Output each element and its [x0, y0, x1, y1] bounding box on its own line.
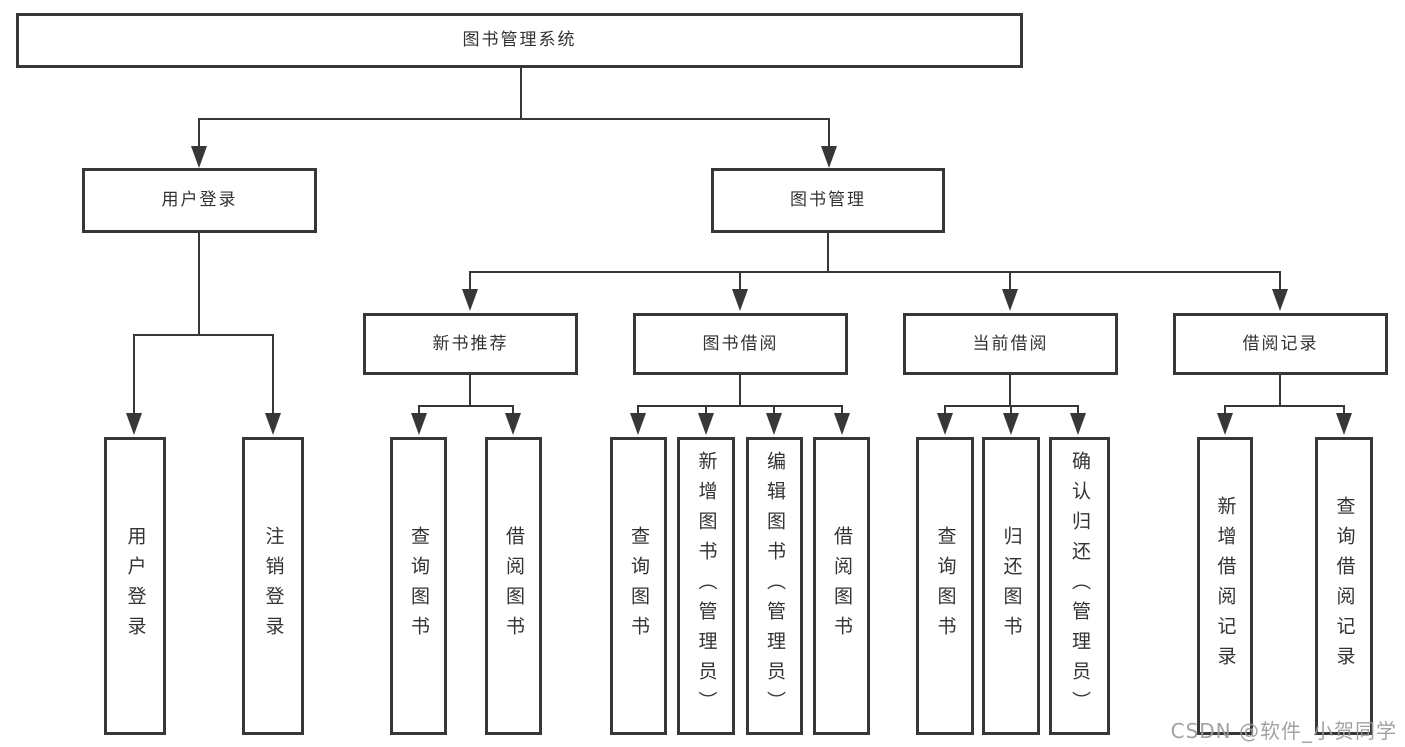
node-label: 借阅记录 [1242, 333, 1319, 354]
connector-line [133, 334, 274, 336]
connector-line [944, 405, 946, 415]
arrowhead [834, 413, 850, 435]
node-label: 用户登录 [161, 190, 238, 210]
connector-line [1279, 271, 1281, 293]
csdn-watermark: CSDN @软件_小贺同学 [1170, 719, 1397, 743]
leaf-user-login: 用户登录 [104, 437, 166, 735]
node-label: 图书管理系统 [462, 30, 577, 50]
node-label: 查询图书 [934, 526, 957, 646]
arrowhead [1336, 413, 1352, 435]
connector-line [1224, 405, 1226, 415]
leaf-query-books-borrow: 查询图书 [610, 437, 667, 735]
arrowhead [1217, 413, 1233, 435]
node-label: 确认归还（管理员） [1069, 451, 1091, 721]
leaf-borrow-books-recommend: 借阅图书 [485, 437, 542, 735]
arrowhead [265, 413, 281, 435]
arrowhead [1272, 289, 1288, 311]
node-label: 注销登录 [262, 526, 285, 646]
node-label: 查询图书 [408, 526, 430, 646]
node-label: 新增借阅记录 [1214, 496, 1237, 676]
arrowhead [462, 289, 478, 311]
node-book-borrowing: 图书借阅 [633, 313, 848, 375]
connector-line [1009, 375, 1011, 407]
connector-line [469, 271, 471, 293]
connector-line [828, 118, 830, 152]
leaf-edit-book-admin: 编辑图书（管理员） [746, 437, 803, 735]
connector-line [841, 405, 843, 415]
arrowhead [630, 413, 646, 435]
node-label: 归还图书 [1000, 526, 1023, 646]
connector-line [705, 405, 707, 415]
node-current-borrowing: 当前借阅 [903, 313, 1118, 375]
node-label: 当前借阅 [972, 333, 1049, 354]
node-label: 新书推荐 [432, 333, 509, 354]
connector-line [1224, 405, 1344, 407]
connector-line [739, 271, 741, 293]
leaf-borrow-books: 借阅图书 [813, 437, 870, 735]
node-label: 查询借阅记录 [1333, 496, 1356, 676]
arrowhead [732, 289, 748, 311]
connector-line [198, 118, 830, 120]
connector-line [418, 405, 420, 415]
connector-line [1077, 405, 1079, 415]
node-library-management-system: 图书管理系统 [16, 13, 1023, 68]
leaf-query-books-recommend: 查询图书 [390, 437, 447, 735]
leaf-query-books-current: 查询图书 [916, 437, 974, 735]
node-label: 编辑图书（管理员） [764, 451, 786, 721]
connector-line [827, 233, 829, 273]
node-label: 借阅图书 [503, 526, 525, 646]
connector-line [1009, 271, 1011, 293]
node-borrowing-records: 借阅记录 [1173, 313, 1388, 375]
connector-line [469, 271, 1281, 273]
arrowhead [1070, 413, 1086, 435]
leaf-logout: 注销登录 [242, 437, 304, 735]
arrowhead [126, 413, 142, 435]
connector-line [637, 405, 639, 415]
node-user-login: 用户登录 [82, 168, 317, 233]
arrowhead [698, 413, 714, 435]
connector-line [1010, 405, 1012, 415]
connector-line [469, 375, 471, 407]
connector-line [1279, 375, 1281, 407]
leaf-add-borrow-record: 新增借阅记录 [1197, 437, 1253, 735]
connector-line [418, 405, 514, 407]
leaf-confirm-return-admin: 确认归还（管理员） [1049, 437, 1110, 735]
arrowhead [191, 146, 207, 168]
connector-line [739, 375, 741, 407]
arrowhead [821, 146, 837, 168]
connector-line [198, 118, 200, 152]
leaf-query-borrow-record: 查询借阅记录 [1315, 437, 1373, 735]
leaf-return-books: 归还图书 [982, 437, 1040, 735]
node-book-management: 图书管理 [711, 168, 945, 233]
connector-line [520, 67, 522, 119]
arrowhead [766, 413, 782, 435]
node-label: 图书借阅 [702, 333, 779, 354]
arrowhead [411, 413, 427, 435]
node-label: 查询图书 [628, 526, 650, 646]
connector-line [133, 334, 135, 414]
arrowhead [937, 413, 953, 435]
connector-line [1343, 405, 1345, 415]
connector-line [512, 405, 514, 415]
node-label: 借阅图书 [831, 526, 853, 646]
arrowhead [1003, 413, 1019, 435]
connector-line [198, 233, 200, 336]
node-label: 新增图书（管理员） [695, 451, 718, 721]
connector-line [637, 405, 843, 407]
arrowhead [505, 413, 521, 435]
node-label: 用户登录 [124, 526, 147, 646]
node-new-book-recommendation: 新书推荐 [363, 313, 578, 375]
node-label: 图书管理 [790, 190, 866, 210]
leaf-add-book-admin: 新增图书（管理员） [677, 437, 735, 735]
arrowhead [1002, 289, 1018, 311]
connector-line [272, 334, 274, 414]
connector-line [773, 405, 775, 415]
